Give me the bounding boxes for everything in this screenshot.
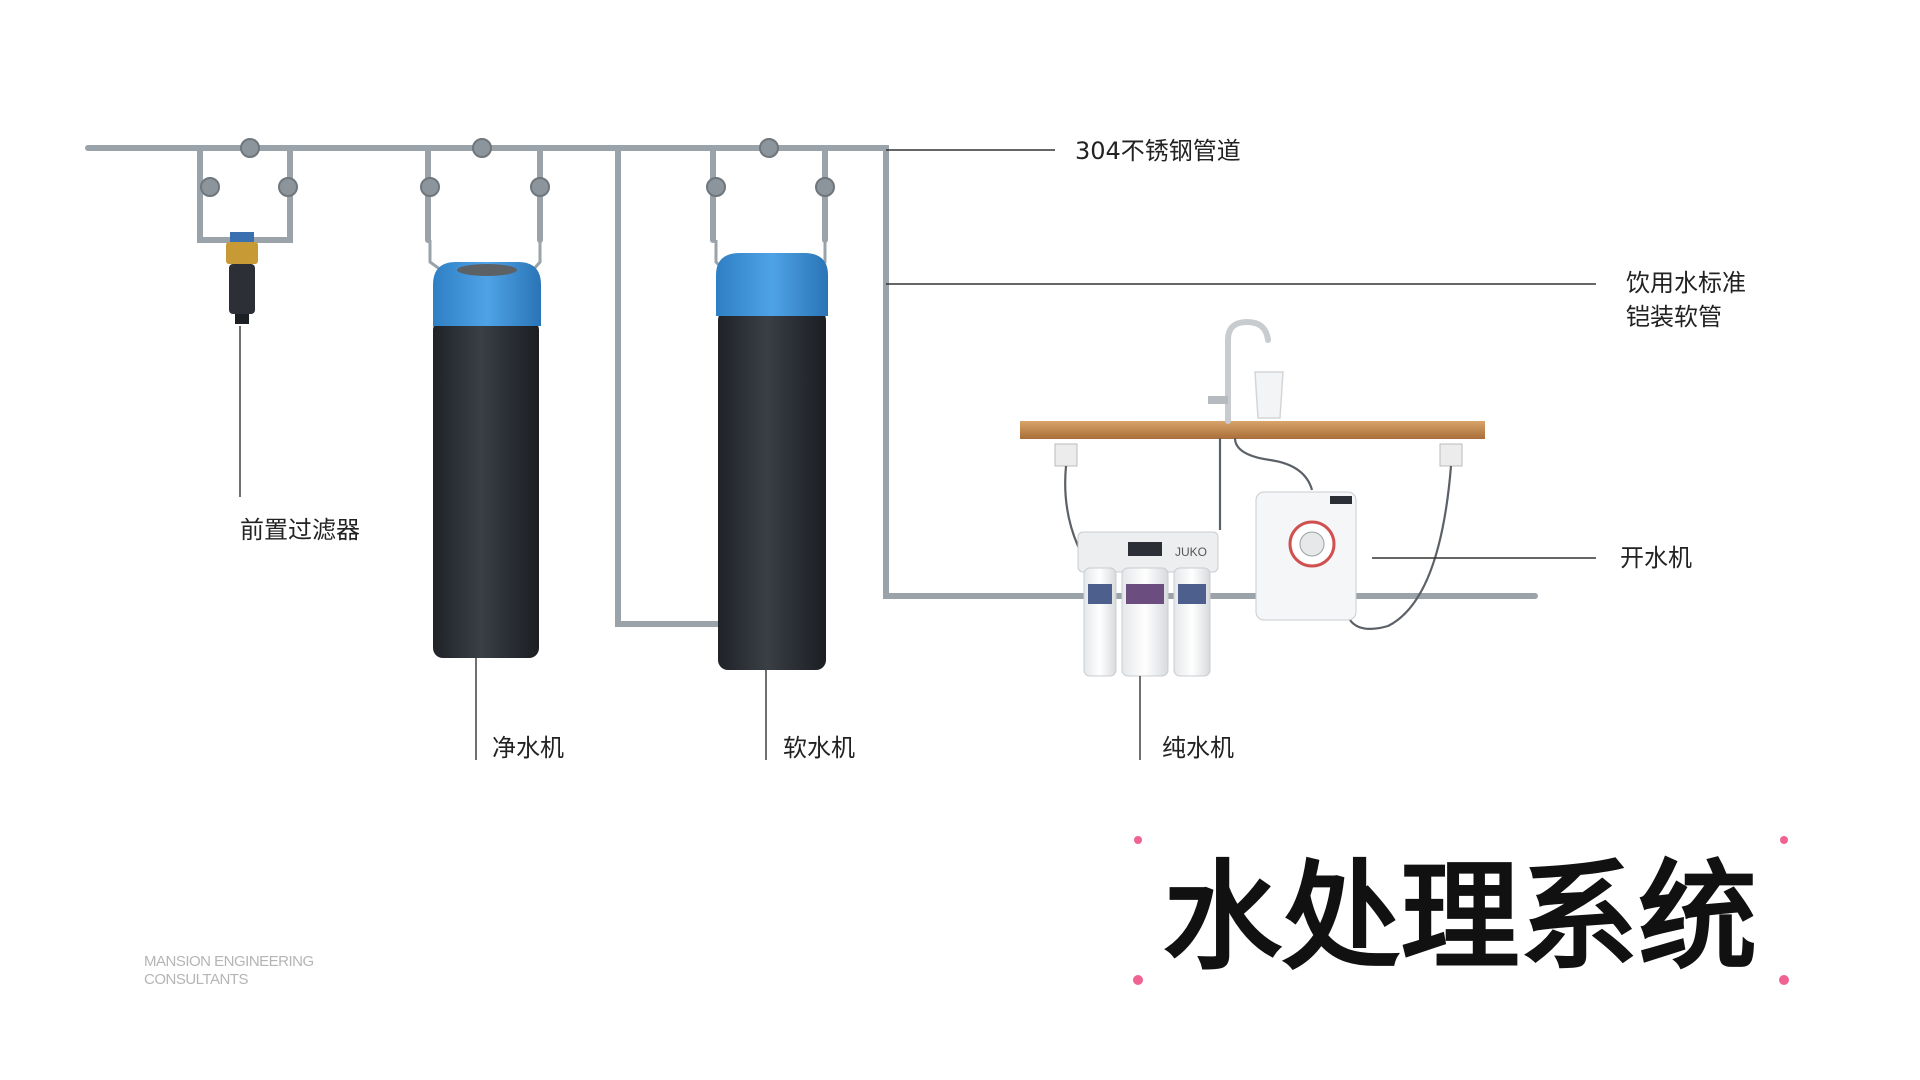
softener-tank bbox=[714, 240, 828, 670]
countertop bbox=[1020, 318, 1485, 467]
label-hose-line1: 饮用水标准 bbox=[1626, 269, 1746, 297]
prefilter-device bbox=[226, 232, 258, 324]
title-accent-dots bbox=[1133, 836, 1789, 985]
label-ro-purifier: 纯水机 bbox=[1162, 734, 1234, 762]
label-purifier: 净水机 bbox=[492, 734, 564, 762]
water-boiler-unit bbox=[1255, 491, 1357, 621]
label-prefilter: 前置过滤器 bbox=[240, 516, 360, 544]
ro-brand-text: JUKO bbox=[1175, 545, 1207, 559]
leader-lines bbox=[239, 149, 1596, 760]
pipe-valves bbox=[200, 138, 835, 197]
brand-line1: MANSION ENGINEERING bbox=[144, 953, 314, 970]
label-water-boiler: 开水机 bbox=[1620, 544, 1692, 572]
page-title: 水处理系统 bbox=[1163, 848, 1757, 986]
ro-purifier-unit: JUKO bbox=[1077, 531, 1219, 677]
label-hose-line2: 铠装软管 bbox=[1626, 303, 1722, 331]
label-stainless-pipe: 304不锈钢管道 bbox=[1075, 137, 1241, 165]
purifier-tank bbox=[428, 240, 542, 658]
brand-line2: CONSULTANTS bbox=[144, 971, 248, 988]
label-softener: 软水机 bbox=[783, 734, 855, 762]
